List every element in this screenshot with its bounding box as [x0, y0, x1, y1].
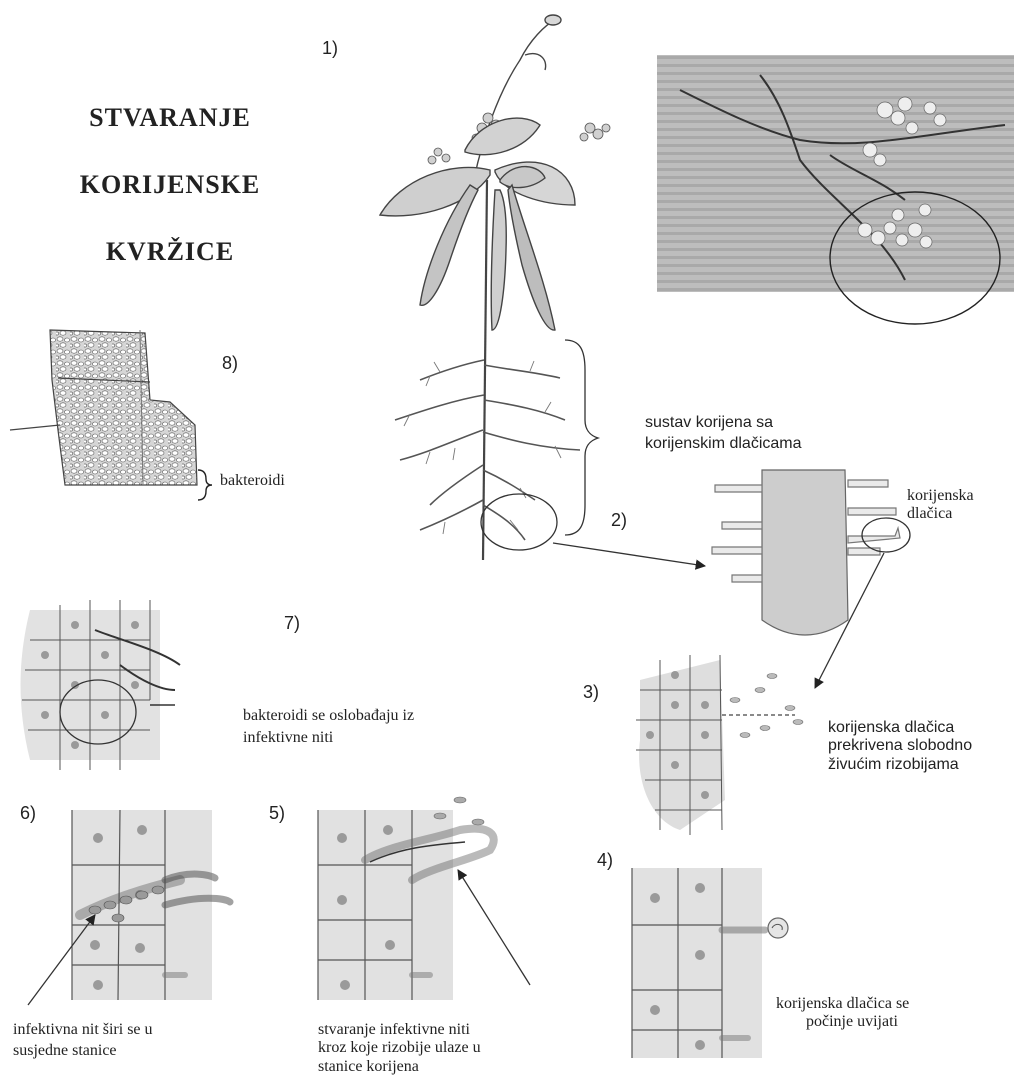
step7-tissue-illustration — [21, 600, 180, 770]
title-line-2: KORIJENSKE — [40, 170, 300, 200]
root-hair-label: korijenska dlačica — [907, 487, 974, 524]
step5-tissue-illustration — [318, 797, 530, 1000]
bacteroids-label: bakteroidi — [220, 472, 285, 490]
step-number-2: 2) — [611, 510, 627, 531]
root-hair-line-1: korijenska — [907, 487, 974, 505]
covered-root-hair-label: korijenska dlačica prekrivena slobodno ž… — [828, 719, 972, 774]
bacteroids-released-line-1: bakteroidi se oslobađaju iz — [243, 707, 533, 725]
title-line-1: STVARANJE — [40, 103, 300, 133]
step6-tissue-illustration — [28, 810, 230, 1005]
step-number-4: 4) — [597, 850, 613, 871]
thread-line-1: stvaranje infektivne niti — [318, 1021, 481, 1039]
thread-line-2: kroz koje rizobije ulaze u — [318, 1039, 481, 1057]
spread-line-2: susjedne stanice — [13, 1042, 263, 1060]
plant-illustration — [380, 15, 705, 566]
infection-thread-label: stvaranje infektivne niti kroz koje rizo… — [318, 1021, 481, 1076]
curling-line-1: korijenska dlačica se — [776, 995, 909, 1013]
root-system-line-1: sustav korijena sa — [645, 414, 802, 432]
bacteroid-cells-illustration — [10, 330, 212, 500]
thread-line-3: stanice korijena — [318, 1058, 481, 1076]
title-line-3: KVRŽICE — [40, 237, 300, 267]
step-number-3: 3) — [583, 682, 599, 703]
nodule-photo — [657, 55, 1014, 324]
step3-tissue-illustration — [636, 655, 803, 835]
root-hair-enlargement — [712, 470, 910, 688]
step-number-6: 6) — [20, 803, 36, 824]
root-system-label: sustav korijena sa korijenskim dlačicama — [645, 414, 802, 454]
curling-label: korijenska dlačica se počinje uvijati — [776, 995, 909, 1032]
root-system-line-2: korijenskim dlačicama — [645, 435, 802, 453]
covered-line-2: prekrivena slobodno — [828, 737, 972, 755]
thread-spread-label: infektivna nit širi se u susjedne stanic… — [13, 1021, 263, 1061]
bacteroids-released-line-2: infektivne niti — [243, 729, 533, 747]
step-number-5: 5) — [269, 803, 285, 824]
step-number-7: 7) — [284, 613, 300, 634]
curling-line-2: počinje uvijati — [776, 1013, 909, 1031]
spread-line-1: infektivna nit širi se u — [13, 1021, 263, 1039]
covered-line-3: živućim rizobijama — [828, 756, 972, 774]
bacteroids-released-label: bakteroidi se oslobađaju iz infektivne n… — [243, 707, 533, 748]
step-number-8: 8) — [222, 353, 238, 374]
root-hair-line-2: dlačica — [907, 505, 974, 523]
covered-line-1: korijenska dlačica — [828, 719, 972, 737]
step-number-1: 1) — [322, 38, 338, 59]
step4-tissue-illustration — [632, 868, 788, 1058]
